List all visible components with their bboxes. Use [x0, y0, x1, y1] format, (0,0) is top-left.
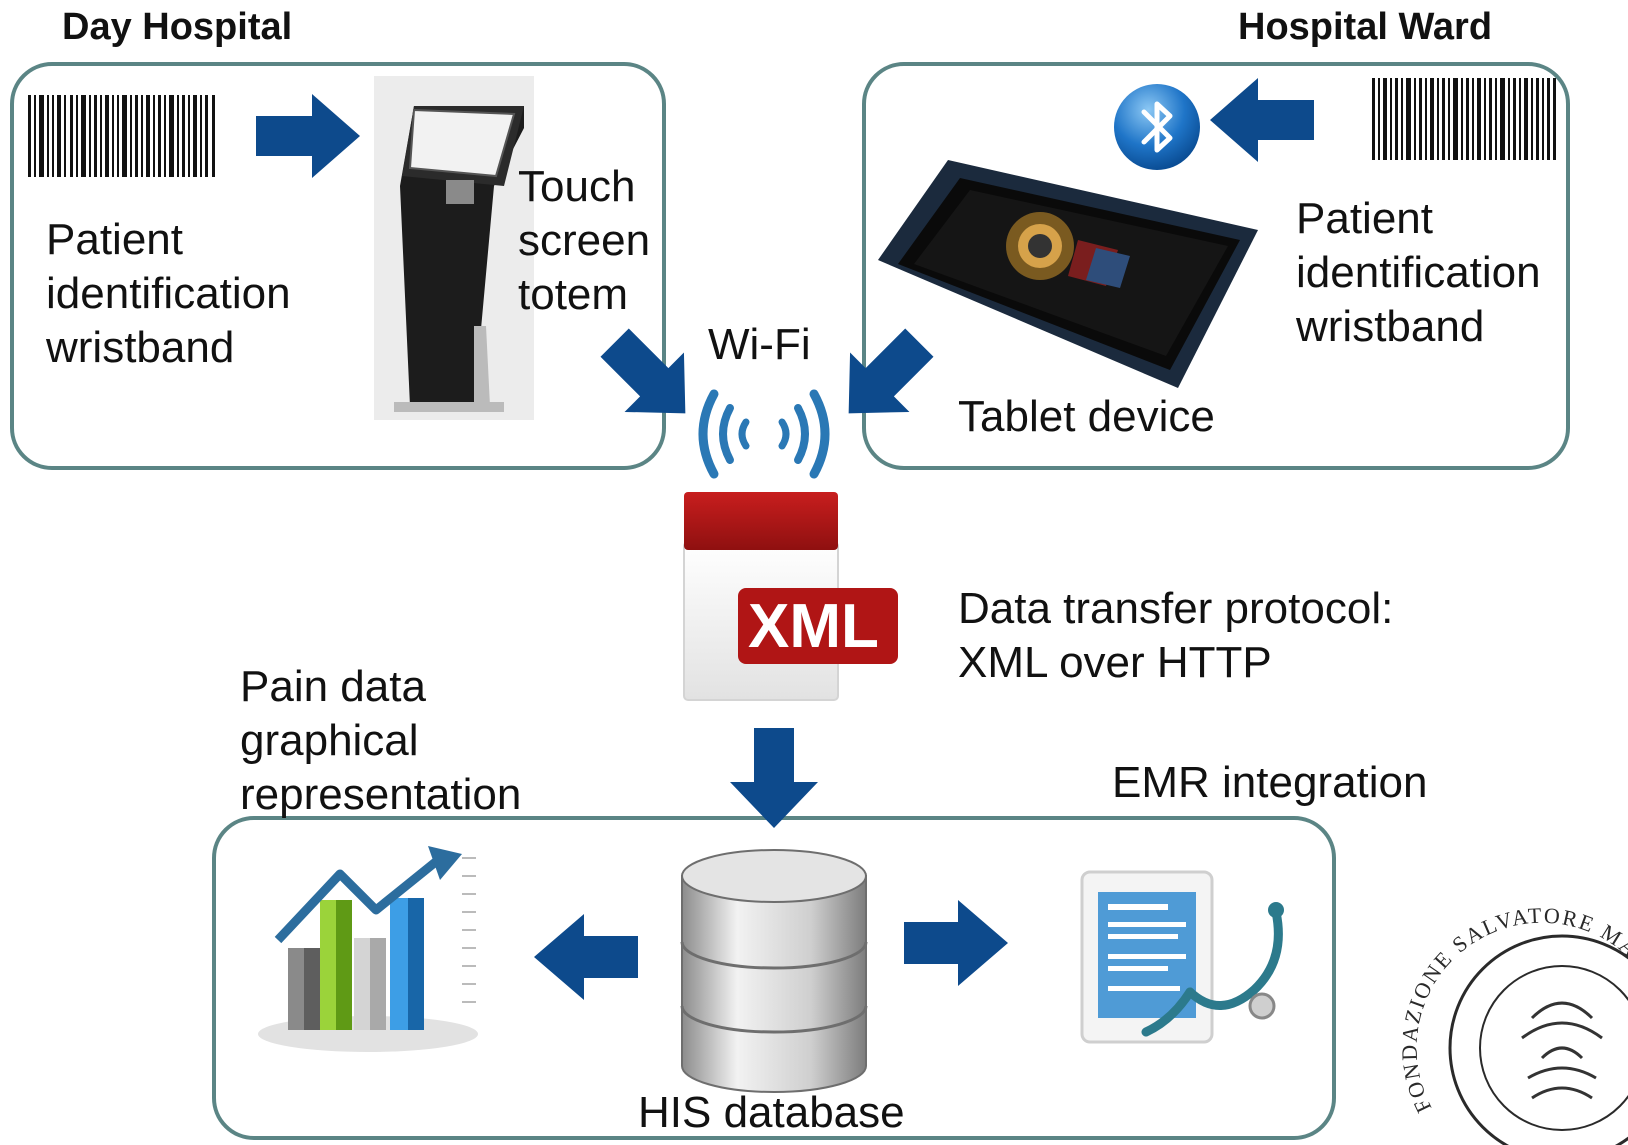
- barcode-icon: [1372, 78, 1556, 160]
- arrow-right-icon: [256, 94, 360, 178]
- kiosk-icon: [374, 76, 534, 420]
- xml-document-icon: [683, 492, 898, 701]
- totem-label: Touch screen totem: [518, 162, 651, 319]
- database-icon: [680, 849, 868, 1093]
- svg-text:FONDAZIONE SALVATORE MAUGERI: FONDAZIONE SALVATORE MAUGERI: [1397, 888, 1628, 1117]
- day-hospital-title: Day Hospital: [62, 6, 293, 48]
- barcode-icon: [28, 95, 215, 177]
- tablet-icon: [878, 160, 1258, 388]
- arrow-down-icon: [730, 728, 818, 828]
- emr-label: EMR integration: [1112, 758, 1428, 807]
- institution-seal-logo: FONDAZIONE SALVATORE MAUGERI: [1397, 888, 1628, 1145]
- protocol-label: Data transfer protocol: XML over HTTP: [958, 584, 1394, 687]
- day-hospital-box: [10, 62, 666, 470]
- pain-data-label: Pain data graphical representation: [240, 662, 522, 819]
- emr-document-icon: [1080, 870, 1284, 1044]
- xml-badge: XML: [748, 592, 879, 661]
- arrow-right-icon: [904, 900, 1008, 986]
- ward-wristband-label: Patient identification wristband: [1296, 194, 1541, 351]
- wifi-icon: [698, 389, 830, 479]
- arrow-down-left-icon: [848, 328, 934, 414]
- bar-chart-icon: [258, 846, 478, 1052]
- arrow-left-icon: [534, 914, 638, 1000]
- his-database-label: HIS database: [638, 1088, 905, 1137]
- hospital-ward-title: Hospital Ward: [1238, 6, 1493, 48]
- day-wristband-label: Patient identification wristband: [46, 215, 291, 372]
- arrow-left-icon: [1210, 78, 1314, 162]
- bluetooth-icon: [1114, 84, 1200, 170]
- wifi-label: Wi-Fi: [708, 320, 811, 369]
- hospital-ward-box: [862, 62, 1570, 470]
- tablet-label: Tablet device: [958, 392, 1215, 441]
- arrow-down-right-icon: [600, 328, 686, 414]
